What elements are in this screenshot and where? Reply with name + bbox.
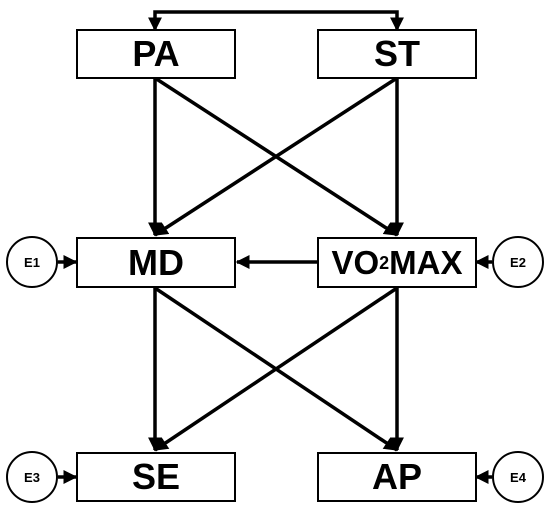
node-ap: AP [317,452,477,502]
node-vo2max-subscript: 2 [379,252,390,273]
node-st-label: ST [373,33,420,74]
node-md-label: MD [128,241,184,283]
error-term-e1: E1 [6,236,58,288]
edge-pa-st [148,10,404,32]
node-vo2max-suffix: MAX [389,244,463,281]
error-term-e2-label: E2 [510,254,526,270]
error-term-e1-label: E1 [24,254,40,270]
error-term-e4: E4 [492,451,544,503]
node-st: ST [317,29,477,79]
node-vo2max-prefix: VO [331,244,380,281]
edge-st-md [153,76,398,237]
node-se: SE [76,452,236,502]
node-pa-label: PA [132,33,180,74]
error-term-e3-label: E3 [24,469,40,485]
node-se-label: SE [131,456,181,497]
node-pa: PA [76,29,236,79]
error-term-e2: E2 [492,236,544,288]
edge-vo2max-se [153,286,398,452]
error-term-e4-label: E4 [510,469,526,485]
error-term-e3: E3 [6,451,58,503]
node-md: MD [76,237,236,288]
node-ap-label: AP [371,456,422,497]
